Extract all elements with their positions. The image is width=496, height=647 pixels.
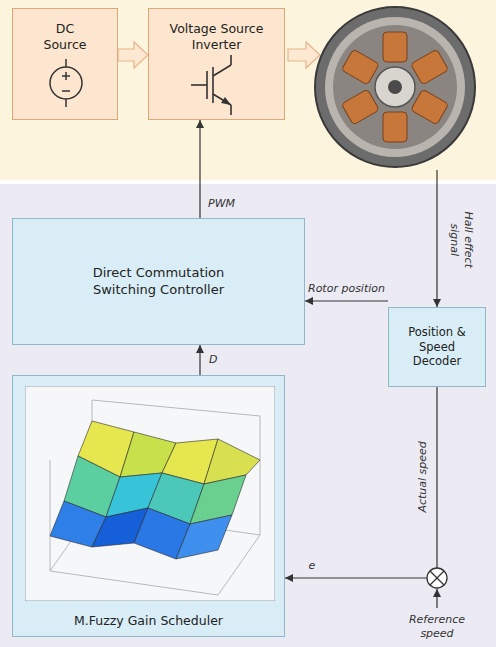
inverter-box: Voltage Source Inverter bbox=[148, 8, 285, 120]
signal-label: PWM bbox=[206, 197, 237, 211]
signal-label: Actual speed bbox=[416, 441, 430, 512]
signal-arrow bbox=[199, 345, 200, 375]
signal-arrow bbox=[199, 120, 200, 218]
node-text: DC Source bbox=[34, 21, 96, 52]
node-text: Direct Commutation Switching Controller bbox=[64, 265, 254, 298]
source-box: DC Source bbox=[12, 8, 118, 120]
controller-box: Direct Commutation Switching Controller bbox=[12, 218, 305, 345]
signal-arrow bbox=[305, 300, 388, 301]
power-flow-arrow bbox=[118, 42, 148, 68]
fuzzy-surface-plot bbox=[25, 386, 275, 601]
node-text: Position & Speed Decoder bbox=[393, 325, 481, 368]
signal-label: Reference speed bbox=[400, 613, 474, 641]
decoder-box: Position & Speed Decoder bbox=[388, 307, 486, 387]
node-text: M.Fuzzy Gain Scheduler bbox=[74, 613, 223, 629]
error-label: e bbox=[309, 559, 316, 573]
signal-label: D bbox=[207, 353, 219, 367]
node-text: Voltage Source Inverter bbox=[161, 21, 273, 52]
signal-label: Rotor position bbox=[307, 282, 386, 296]
scheduler-box: M.Fuzzy Gain Scheduler bbox=[12, 375, 285, 637]
signal-label: Hall effect signal bbox=[447, 204, 475, 276]
signal-arrow bbox=[285, 387, 437, 578]
